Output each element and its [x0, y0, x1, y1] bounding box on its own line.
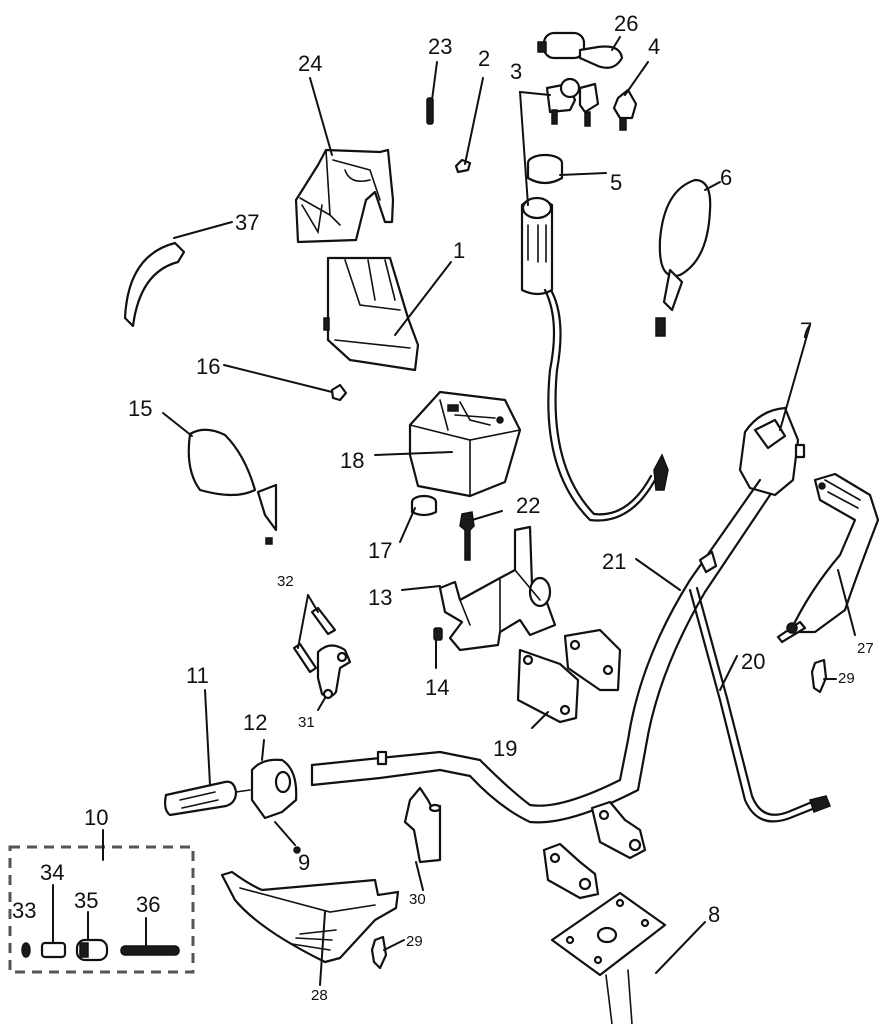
part-kit-bolt: [120, 945, 180, 956]
callout-11: 11: [186, 663, 209, 688]
callout-33: 33: [12, 898, 36, 923]
callout-14: 14: [425, 675, 449, 700]
callout-16: 16: [196, 354, 220, 379]
callout-9: 9: [298, 850, 310, 875]
part-hand-guard-clip-left: [370, 935, 388, 970]
callout-10: 10: [84, 805, 108, 830]
part-kit-spacer: [40, 941, 67, 959]
callout-7: 7: [800, 318, 812, 343]
callout-32: 32: [277, 573, 294, 590]
part-handlebar-clamp-lower: [542, 800, 647, 900]
part-handlebar-clamp-upper: [516, 628, 622, 724]
part-left-grip: [164, 780, 251, 817]
part-steering-column-plate: [550, 891, 667, 1024]
part-right-hand-guard: [776, 472, 880, 644]
callout-17: 17: [368, 538, 392, 563]
callout-21: 21: [602, 549, 626, 574]
part-ignition-body: [520, 196, 669, 522]
callout-15: 15: [128, 396, 152, 421]
callout-3: 3: [510, 59, 522, 84]
part-throttle-cable: [688, 586, 831, 823]
callout-22: 22: [516, 493, 540, 518]
part-handlebar: [310, 478, 772, 824]
callout-28: 27: [857, 640, 874, 657]
part-right-switch: [738, 406, 806, 497]
part-clip-nut: [454, 158, 472, 174]
part-bolt-washer: [459, 511, 475, 561]
part-left-hand-guard: [220, 870, 400, 964]
callout-2: 2: [478, 46, 490, 71]
part-meter-bracket: [438, 525, 557, 652]
callout-8: 8: [708, 902, 720, 927]
leader-lines: [52, 36, 856, 986]
callout-23: 23: [428, 34, 452, 59]
callout-labels: 24 23 2 3 26 4 5 6 1 37 16 15 18 17 22 1…: [12, 11, 874, 1004]
callout-31: 31: [298, 714, 315, 731]
part-screw: [293, 846, 301, 854]
callout-5: 5: [610, 170, 622, 195]
part-front-cover-upper: [294, 148, 395, 244]
callout-13: 13: [368, 585, 392, 610]
bar-end-kit-box: [8, 845, 195, 974]
part-left-switch: [250, 758, 298, 820]
part-hand-guard-clip-right: [810, 658, 828, 694]
part-right-mirror: [655, 178, 712, 337]
callout-27: 28: [311, 987, 328, 1004]
part-nut: [433, 627, 443, 641]
callout-30: 30: [409, 891, 426, 908]
callout-4: 4: [648, 34, 660, 59]
callout-29-right: 29: [838, 670, 855, 687]
part-kit-weight: [75, 938, 109, 962]
part-trim-strip: [123, 241, 186, 328]
callout-6: 6: [720, 165, 732, 190]
part-left-mirror: [187, 428, 278, 545]
callout-29-left: 29: [406, 933, 423, 950]
part-switch-cap: [526, 153, 564, 185]
callout-12: 12: [243, 710, 267, 735]
part-lever-bracket: [316, 644, 352, 700]
part-kit-nut: [21, 942, 31, 958]
part-switch-boot: [537, 31, 624, 69]
callout-26: 26: [614, 11, 638, 36]
callout-34: 34: [40, 860, 64, 885]
part-speedometer: [408, 390, 522, 498]
part-front-cover-lower: [323, 256, 420, 372]
part-ignition-keys: [545, 77, 600, 127]
callout-36: 36: [136, 892, 160, 917]
callout-20: 20: [741, 649, 765, 674]
callout-1: 1: [453, 238, 465, 263]
callout-24: 24: [298, 51, 322, 76]
part-hand-guard-mount: [403, 786, 442, 864]
callout-19: 19: [493, 736, 517, 761]
callout-18: 18: [340, 448, 364, 473]
callout-35: 35: [74, 888, 98, 913]
callout-37: 37: [235, 210, 259, 235]
part-rubber-cushion: [410, 494, 438, 517]
part-screw-small: [426, 97, 434, 125]
part-bolt: [330, 383, 348, 402]
